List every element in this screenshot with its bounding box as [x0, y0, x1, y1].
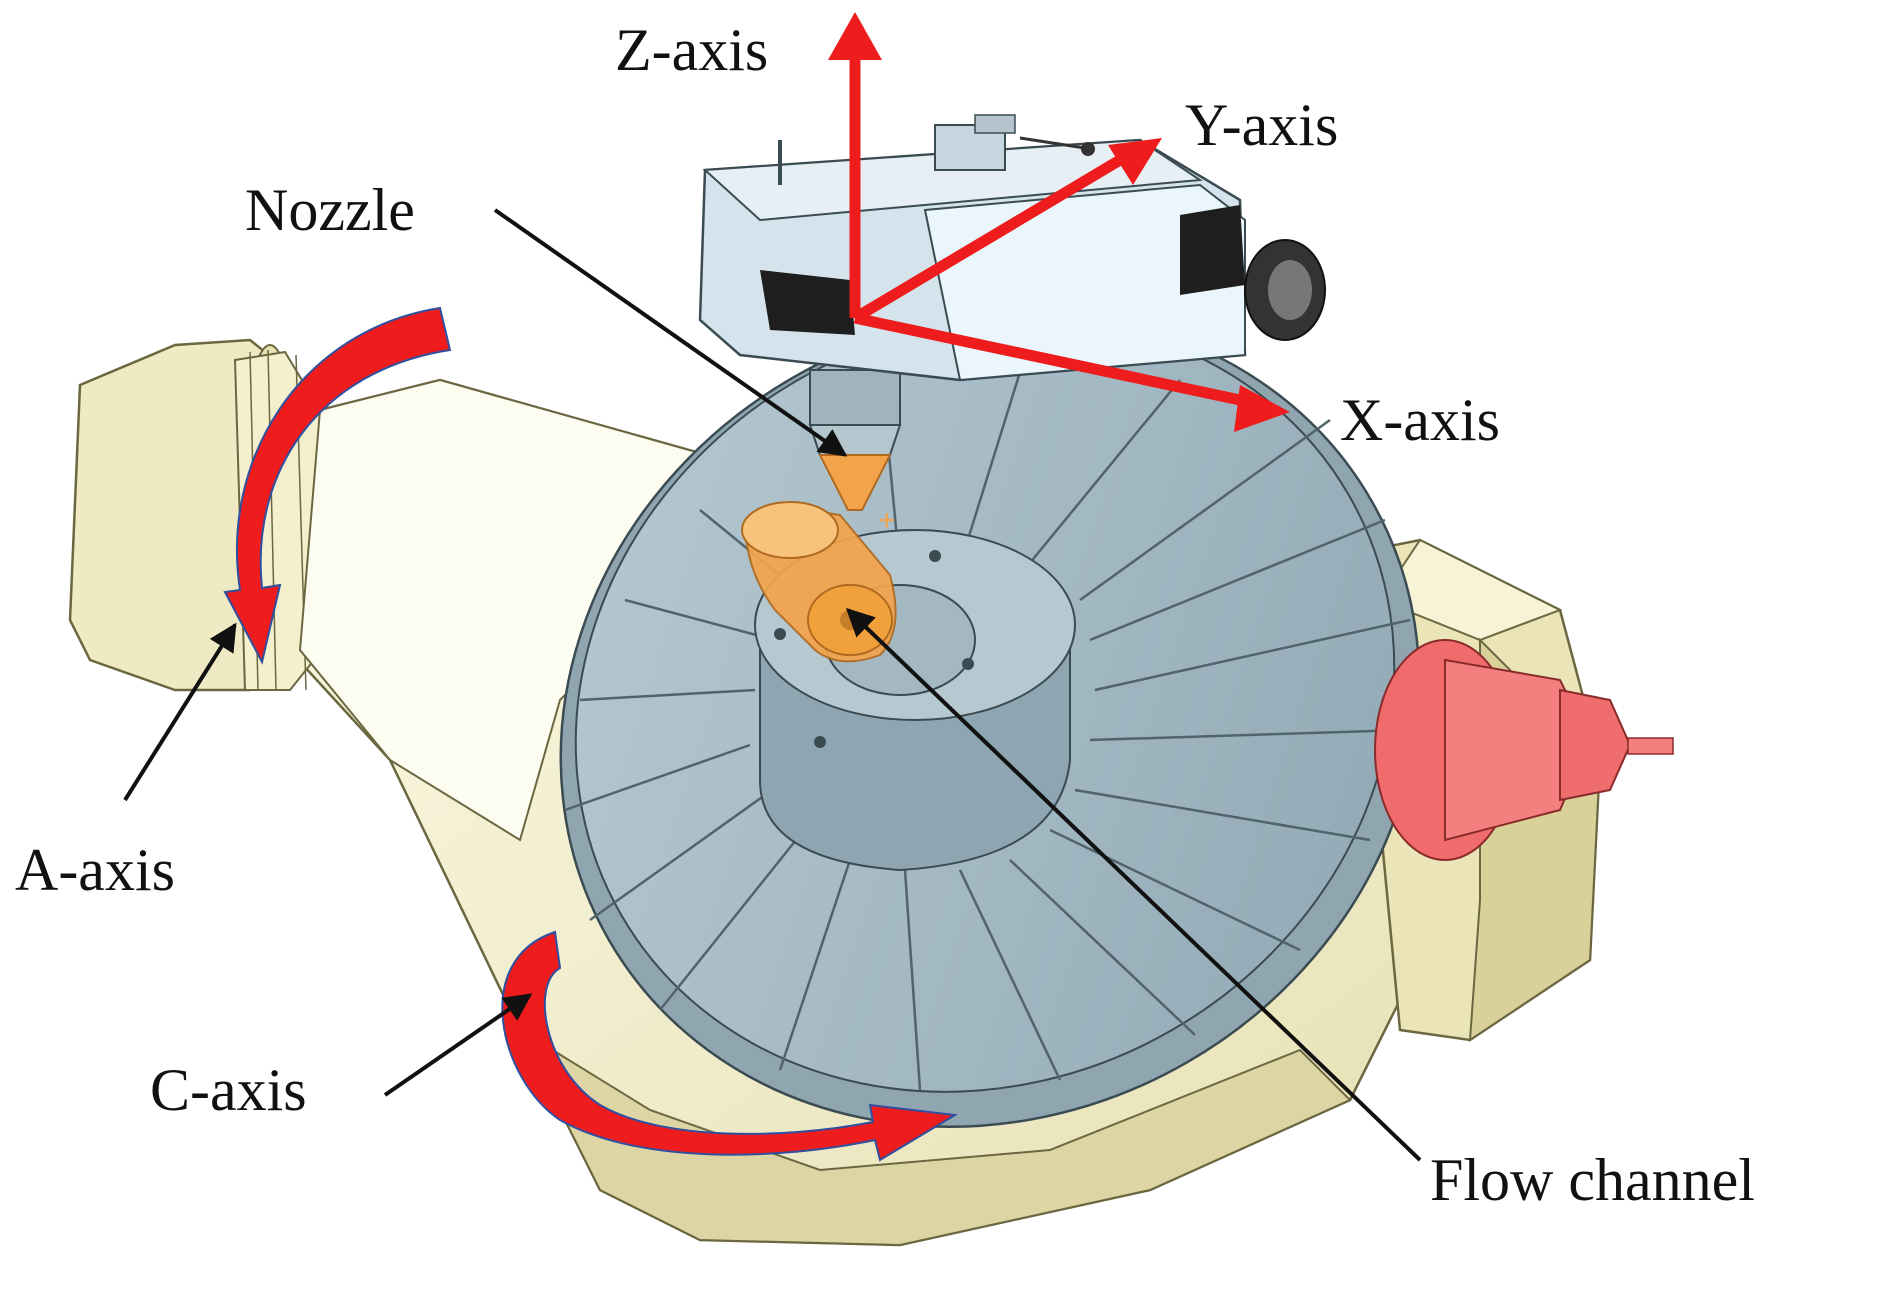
a-axis-label: A-axis — [15, 837, 175, 903]
nozzle-part: + — [808, 369, 902, 537]
x-axis-label: X-axis — [1340, 387, 1500, 453]
red-spindle — [1374, 639, 1674, 861]
flow-channel-label: Flow channel — [1430, 1147, 1755, 1213]
y-axis-arrowhead — [1108, 138, 1162, 185]
c-axis-rotation-arrow — [501, 930, 959, 1162]
y-axis-label: Y-axis — [1185, 92, 1339, 158]
x-axis-arrowhead — [1234, 385, 1290, 432]
c-axis-leader — [383, 993, 533, 1097]
leader-lines — [123, 208, 1422, 1162]
a-axis-rotation-arrow — [223, 306, 452, 665]
nozzle-label: Nozzle — [245, 177, 415, 243]
a-axis-leader — [123, 622, 237, 802]
c-axis-label: C-axis — [150, 1057, 307, 1123]
z-axis-label: Z-axis — [615, 17, 769, 83]
flow-channel-leader — [845, 608, 1422, 1162]
nozzle-leader — [493, 208, 848, 457]
z-axis-arrowhead — [828, 12, 882, 60]
axis-arrows — [828, 12, 1290, 432]
svg-text:+: + — [878, 504, 896, 537]
